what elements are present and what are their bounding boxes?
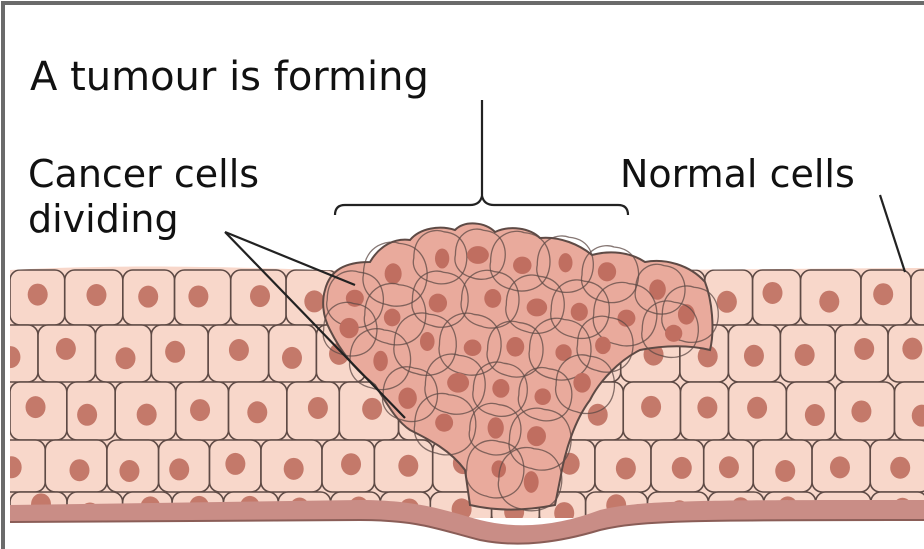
tumour-nucleus <box>373 351 388 371</box>
tumour-nucleus <box>534 388 550 405</box>
cell-nucleus <box>119 460 139 482</box>
tumour-nucleus <box>385 263 402 284</box>
cell-nucleus <box>304 290 324 312</box>
cell-nucleus <box>188 285 208 307</box>
tumour-nucleus <box>429 294 447 313</box>
tumour-nucleus <box>488 417 504 438</box>
tumour-nucleus <box>617 310 635 327</box>
cell-nucleus <box>284 458 304 480</box>
tumour-nucleus <box>506 337 524 357</box>
cell-nucleus <box>398 455 418 477</box>
cell-nucleus <box>697 396 717 418</box>
cell-nucleus <box>873 283 893 305</box>
tumour-nucleus <box>384 309 401 327</box>
cell-nucleus <box>26 396 46 418</box>
tumour-nucleus <box>435 414 453 432</box>
cell-nucleus <box>137 404 157 426</box>
cancer-cells-label-line2: dividing <box>28 197 179 241</box>
cell-nucleus <box>341 453 361 475</box>
cell-nucleus <box>763 282 783 304</box>
cell-nucleus <box>672 457 692 479</box>
tumour-nucleus <box>513 257 532 274</box>
tumour-nucleus <box>598 262 616 281</box>
cell-nucleus <box>28 284 48 306</box>
tumour-nucleus <box>527 426 546 446</box>
cell-nucleus <box>362 398 382 420</box>
cell-nucleus <box>138 286 158 308</box>
cell-nucleus <box>250 285 270 307</box>
cell-nucleus <box>165 341 185 363</box>
cell-nucleus <box>719 456 739 478</box>
cell-nucleus <box>308 397 328 419</box>
cancer-cells-label-line1: Cancer cells <box>28 152 259 196</box>
tumour-nucleus <box>447 373 469 393</box>
tumour-nucleus <box>665 325 682 342</box>
tumour-nucleus <box>678 304 695 324</box>
tumour-nucleus <box>435 248 449 268</box>
cell-nucleus <box>775 460 795 482</box>
title-label: A tumour is forming <box>30 54 429 100</box>
cell-nucleus <box>225 453 245 475</box>
cell-nucleus <box>744 345 764 367</box>
cell-nucleus <box>805 404 825 426</box>
tumour-nucleus <box>527 298 548 316</box>
tumour-nucleus <box>595 337 611 355</box>
tumour-nucleus <box>484 289 501 308</box>
tumour-nucleus <box>492 379 509 398</box>
tumour-nucleus <box>559 253 573 272</box>
cell-nucleus <box>830 456 850 478</box>
tumour-nucleus <box>524 471 539 493</box>
tumour-nucleus <box>398 388 416 409</box>
tumour-nucleus <box>339 318 358 338</box>
cell-nucleus <box>819 291 839 313</box>
cell-nucleus <box>56 338 76 360</box>
cell-nucleus <box>854 338 874 360</box>
cell-nucleus <box>77 404 97 426</box>
tumour-nucleus <box>420 332 435 351</box>
cell-nucleus <box>247 401 267 423</box>
tumour-nucleus <box>467 246 489 264</box>
tumour-nucleus <box>573 373 591 393</box>
cell-nucleus <box>641 396 661 418</box>
cell-nucleus <box>902 338 922 360</box>
normal-cell <box>911 270 924 325</box>
cell-nucleus <box>69 459 89 481</box>
cell-nucleus <box>851 400 871 422</box>
cell-nucleus <box>717 291 737 313</box>
cell-nucleus <box>229 339 249 361</box>
tumour-nucleus <box>571 303 588 321</box>
cell-nucleus <box>169 458 189 480</box>
cell-nucleus <box>115 347 135 369</box>
cell-nucleus <box>890 457 910 479</box>
cell-nucleus <box>795 344 815 366</box>
cell-nucleus <box>282 347 302 369</box>
cell-nucleus <box>86 284 106 306</box>
tumour-nucleus <box>464 340 482 356</box>
cell-nucleus <box>190 399 210 421</box>
cell-nucleus <box>616 457 636 479</box>
normal-cells-label: Normal cells <box>620 152 855 196</box>
cell-nucleus <box>747 397 767 419</box>
